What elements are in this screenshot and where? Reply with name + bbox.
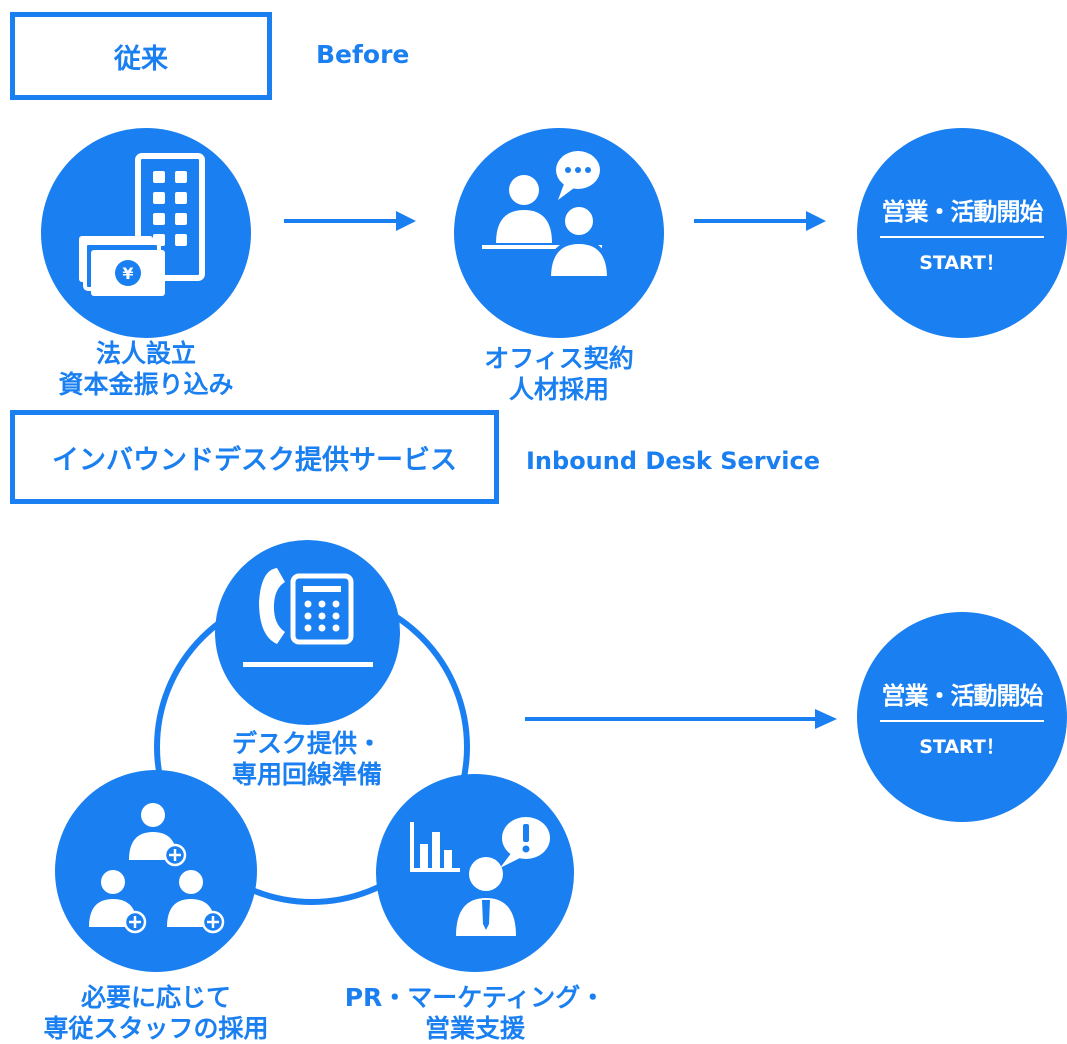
service-start-sub: START！ [919, 735, 1005, 758]
service-start-title: 営業・活動開始 [881, 681, 1044, 710]
staff-hiring-icon [89, 803, 225, 934]
service-item1-line2: 専用回線準備 [231, 760, 382, 789]
arrow-3 [525, 709, 837, 729]
before-start-circle: 営業・活動開始 START！ [857, 128, 1067, 338]
before-step2-line2: 人材採用 [508, 375, 609, 404]
service-item2-caption: 必要に応じて 専従スタッフの採用 [21, 982, 291, 1044]
service-item1-line1: デスク提供・ [231, 729, 382, 758]
before-step2-line1: オフィス契約 [484, 344, 634, 373]
marketing-support-icon [410, 817, 550, 936]
service-item3-caption-lower: PR・マーケティング・ 営業支援 [340, 982, 610, 1044]
service-item2-line2: 専従スタッフの採用 [43, 1014, 269, 1043]
staff-hiring-circle [55, 770, 257, 972]
service-item1-caption: デスク提供・ 専用回線準備 [187, 728, 427, 790]
office-meeting-circle [454, 128, 664, 338]
phone-desk-circle [215, 540, 400, 725]
service-label-box: インバウンドデスク提供サービス [10, 410, 499, 504]
arrow-1 [284, 211, 416, 231]
office-meeting-icon [482, 151, 612, 280]
service-item3-line2: 営業支援 [424, 1014, 525, 1043]
phone-desk-icon [243, 568, 373, 667]
before-step1-line1: 法人設立 [95, 339, 196, 368]
marketing-support-circle [376, 774, 574, 972]
svg-text:¥: ¥ [122, 264, 133, 283]
before-label: 従来 [114, 43, 168, 75]
arrow-2 [694, 211, 826, 231]
service-item3-line1: PR・マーケティング・ [344, 983, 606, 1012]
service-en-label: Inbound Desk Service [526, 447, 820, 475]
building-money-icon: ¥ [79, 153, 205, 296]
before-start-divider [880, 235, 1044, 238]
service-start-circle: 営業・活動開始 START！ [857, 612, 1067, 822]
before-start-sub: START！ [919, 251, 1005, 274]
before-label-box: 従来 [10, 12, 272, 100]
before-en-label: Before [316, 40, 410, 69]
before-step1-caption: 法人設立 資本金振り込み [26, 338, 266, 400]
service-label: インバウンドデスク提供サービス [52, 444, 457, 476]
before-step2-caption: オフィス契約 人材採用 [439, 343, 679, 405]
before-start-title: 営業・活動開始 [881, 197, 1044, 226]
building-money-circle: ¥ [41, 128, 251, 338]
service-start-divider [880, 719, 1044, 722]
service-item2-line1: 必要に応じて [80, 983, 231, 1012]
before-step1-line2: 資本金振り込み [58, 370, 234, 399]
